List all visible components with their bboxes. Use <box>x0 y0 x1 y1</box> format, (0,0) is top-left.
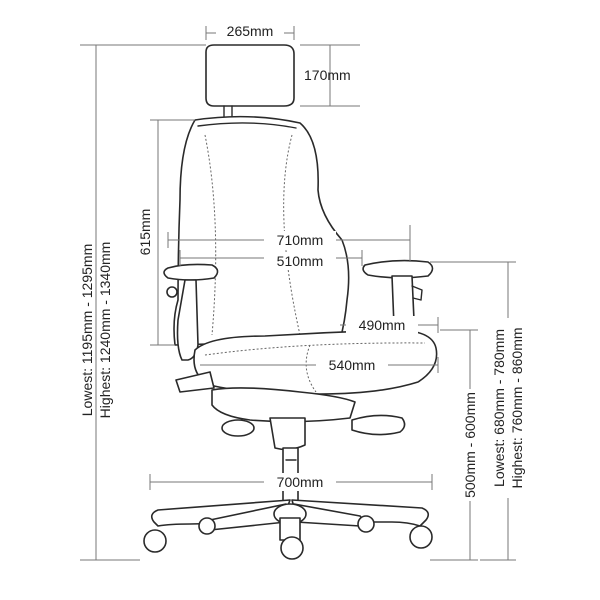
seat-width-label: 540mm <box>329 357 376 373</box>
overall-height-lowest-label: Lowest: 1195mm - 1295mm <box>79 244 95 416</box>
arm-height-lowest-label: Lowest: 680mm - 780mm <box>491 329 507 487</box>
headrest-width-label: 265mm <box>227 23 274 39</box>
arm-height-highest-label: Highest: 760mm - 860mm <box>509 327 525 488</box>
backrest <box>173 115 350 346</box>
seat-height-label: 500mm - 600mm <box>462 392 478 498</box>
backrest-height-label: 615mm <box>137 209 153 256</box>
dimension-labels: 265mm 170mm 710mm 510mm 490mm 540mm 700m… <box>79 22 526 501</box>
castor-right <box>409 525 433 549</box>
castor-back-right <box>357 515 375 533</box>
left-armrest <box>163 263 219 361</box>
overall-height-highest-label: Highest: 1240mm - 1340mm <box>97 242 113 419</box>
seat-depth-label: 490mm <box>359 317 406 333</box>
overall-width-label: 710mm <box>277 232 324 248</box>
headrest <box>205 44 295 119</box>
seat-mechanism <box>175 371 406 451</box>
star-base <box>150 499 430 541</box>
seat-cushion <box>193 329 438 395</box>
base-width-label: 700mm <box>277 474 324 490</box>
castor-back-left <box>198 517 216 535</box>
castor-front <box>280 536 304 560</box>
castor-left <box>143 529 167 553</box>
castors <box>143 515 433 560</box>
inner-width-label: 510mm <box>277 253 324 269</box>
headrest-height-label: 170mm <box>304 67 351 83</box>
